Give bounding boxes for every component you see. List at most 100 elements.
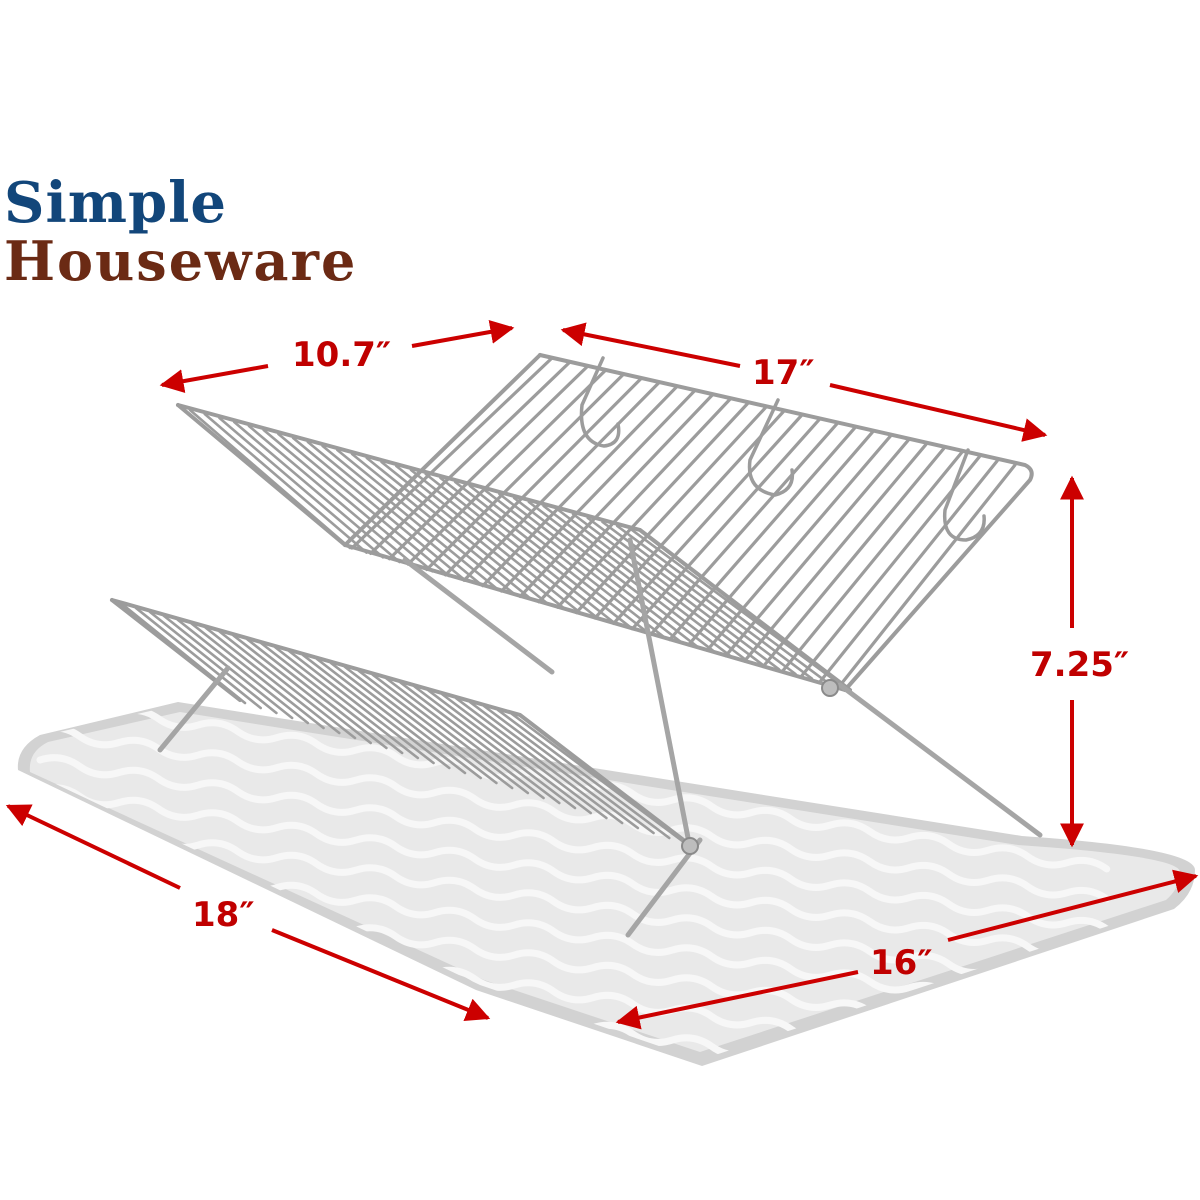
rack-wire: [496, 708, 671, 840]
rack-wire: [601, 520, 814, 680]
rack-wire: [148, 610, 278, 715]
rack-wire: [630, 528, 847, 690]
rack-pivots: [681, 679, 839, 855]
rack-wire: [742, 442, 928, 663]
rack-wire: [649, 422, 839, 636]
rack-wire: [780, 451, 964, 674]
rack-cup-hooks: [579, 356, 986, 542]
dish-rack: [110, 353, 1043, 938]
rack-wire: [321, 444, 500, 592]
rack-wire: [350, 356, 554, 550]
arrow-17-right: [829, 383, 1048, 442]
mat-length-label: 18″: [192, 895, 255, 935]
rack-wire: [315, 657, 467, 775]
rack-wire: [365, 456, 550, 606]
rack-lower-wires: [120, 602, 687, 845]
rack-wire: [188, 408, 352, 550]
brand-name-line1: Simple: [4, 170, 227, 236]
rack-wire: [262, 428, 434, 573]
rack-wire: [301, 653, 451, 770]
rack-wire: [409, 468, 599, 620]
rack-wire: [630, 418, 821, 631]
rack-wire: [836, 463, 1017, 690]
rack-wire: [247, 424, 418, 568]
rack-wire: [413, 685, 577, 810]
rack-wire: [615, 524, 830, 685]
rack-wire: [483, 488, 682, 643]
rack-wire: [571, 512, 781, 671]
rack-wire: [190, 622, 325, 730]
rack-upper-wires: [188, 408, 847, 690]
rack-wire: [586, 516, 797, 676]
rack-wire: [380, 460, 566, 610]
arrow-18-right: [271, 928, 491, 1021]
rack-wire: [512, 496, 715, 652]
rack-wire: [556, 401, 750, 609]
rack-wire: [761, 446, 946, 669]
rack-wire: [232, 634, 373, 745]
rack-lower-leaf: [110, 598, 692, 847]
rack-wire: [218, 630, 357, 740]
rack-wire: [427, 689, 593, 815]
arrow-16-left: [615, 970, 859, 1030]
rack-wire: [291, 436, 467, 582]
rack-wire: [394, 464, 583, 615]
rack-wire: [204, 626, 341, 735]
rack-wire: [482, 704, 655, 835]
mat-surface: [29, 712, 1180, 1052]
rack-wire: [385, 677, 545, 800]
dimension-arrows: [5, 320, 1199, 1030]
rack-wire: [557, 508, 764, 666]
rack-wire: [306, 440, 484, 587]
rack-wire: [203, 412, 368, 554]
rack-wire: [134, 606, 263, 710]
dimension-labels: 10.7″ 17″ 7.25″ 18″ 16″: [192, 335, 1129, 983]
rack-wire: [443, 376, 643, 577]
rack-wire: [453, 480, 649, 634]
rack-wire: [176, 618, 310, 725]
rack-wire: [350, 452, 533, 601]
rack-wire: [246, 638, 388, 750]
rack-wire: [542, 504, 748, 662]
rack-length-label: 17″: [752, 353, 815, 393]
arrow-17-left: [560, 322, 741, 368]
rack-wire: [424, 472, 616, 624]
rack-wire: [468, 700, 640, 830]
rack-back-wires: [350, 356, 1017, 690]
rack-wire: [454, 696, 624, 825]
rack-wire: [527, 500, 731, 657]
rack-wire: [406, 368, 608, 566]
brand-logo: Simple Houseware: [4, 170, 355, 293]
mat-width-label: 16″: [870, 943, 933, 983]
rack-wire: [277, 432, 451, 578]
arrow-18-left: [5, 804, 181, 890]
arrow-10-7-right: [411, 320, 515, 348]
rack-wire: [357, 669, 514, 790]
rack-wire: [510, 712, 687, 845]
rack-wire: [259, 641, 404, 755]
rack-wire: [287, 649, 435, 765]
rack-wire: [498, 492, 698, 648]
rack-wire: [371, 673, 530, 795]
rack-wire: [518, 393, 714, 599]
rack-wire: [439, 476, 632, 629]
arrow-10-7-left: [159, 364, 269, 394]
rack-wire: [218, 416, 385, 559]
rack-height-label: 7.25″: [1030, 645, 1129, 685]
rack-wire: [399, 681, 561, 805]
rack-wire: [425, 372, 625, 572]
rack-wire: [612, 414, 803, 625]
rack-wire: [537, 397, 732, 604]
rack-wire: [329, 661, 483, 780]
rack-wire: [232, 420, 401, 564]
rack-legs: [157, 537, 1043, 938]
rack-wire: [343, 665, 498, 785]
rack-wire: [273, 645, 420, 760]
rack-wire: [120, 602, 247, 705]
rack-wire: [336, 448, 517, 596]
rack-wire: [441, 693, 608, 820]
rack-upper-leaf: [176, 403, 852, 692]
arrow-16-right: [947, 869, 1199, 942]
rack-wire: [817, 459, 999, 685]
